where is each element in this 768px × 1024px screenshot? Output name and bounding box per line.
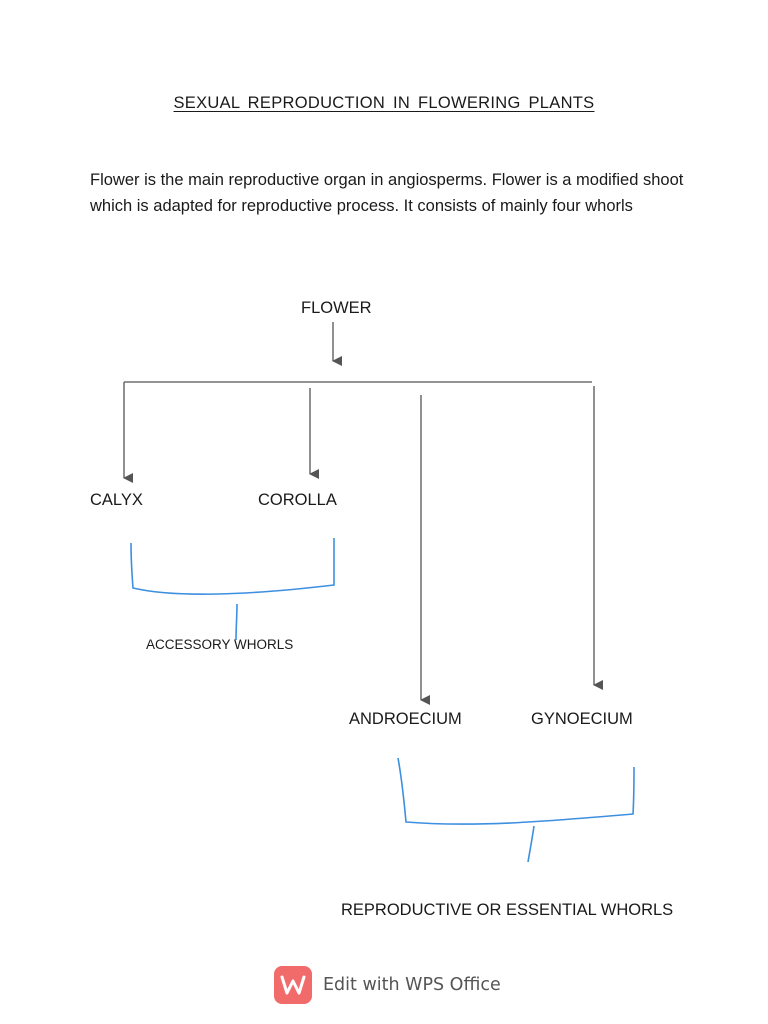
- essential-brace-stem: [527, 825, 535, 863]
- intro-paragraph: Flower is the main reproductive organ in…: [90, 171, 684, 215]
- wps-edit-banner[interactable]: Edit with WPS Office: [274, 966, 501, 1004]
- node-gynoecium: GYNOECIUM: [531, 710, 633, 728]
- node-flower: FLOWER: [301, 299, 372, 317]
- group-essential-label: REPRODUCTIVE OR ESSENTIAL WHORLS: [341, 901, 674, 919]
- node-corolla: COROLLA: [258, 491, 337, 509]
- group-accessory-label: ACCESSORY WHORLS: [146, 637, 294, 652]
- accessory-brace: [130, 538, 335, 595]
- node-calyx: CALYX: [90, 491, 143, 509]
- document-title-text: SEXUAL REPRODUCTION IN FLOWERING PLANTS: [173, 94, 595, 112]
- essential-brace: [397, 757, 635, 825]
- wps-edit-text[interactable]: Edit with WPS Office: [323, 975, 501, 995]
- accessory-brace-stem: [235, 603, 238, 641]
- node-androecium: ANDROECIUM: [349, 710, 462, 728]
- wps-w-icon[interactable]: [274, 966, 312, 1004]
- document-title: SEXUAL REPRODUCTION IN FLOWERING PLANTS: [0, 94, 768, 113]
